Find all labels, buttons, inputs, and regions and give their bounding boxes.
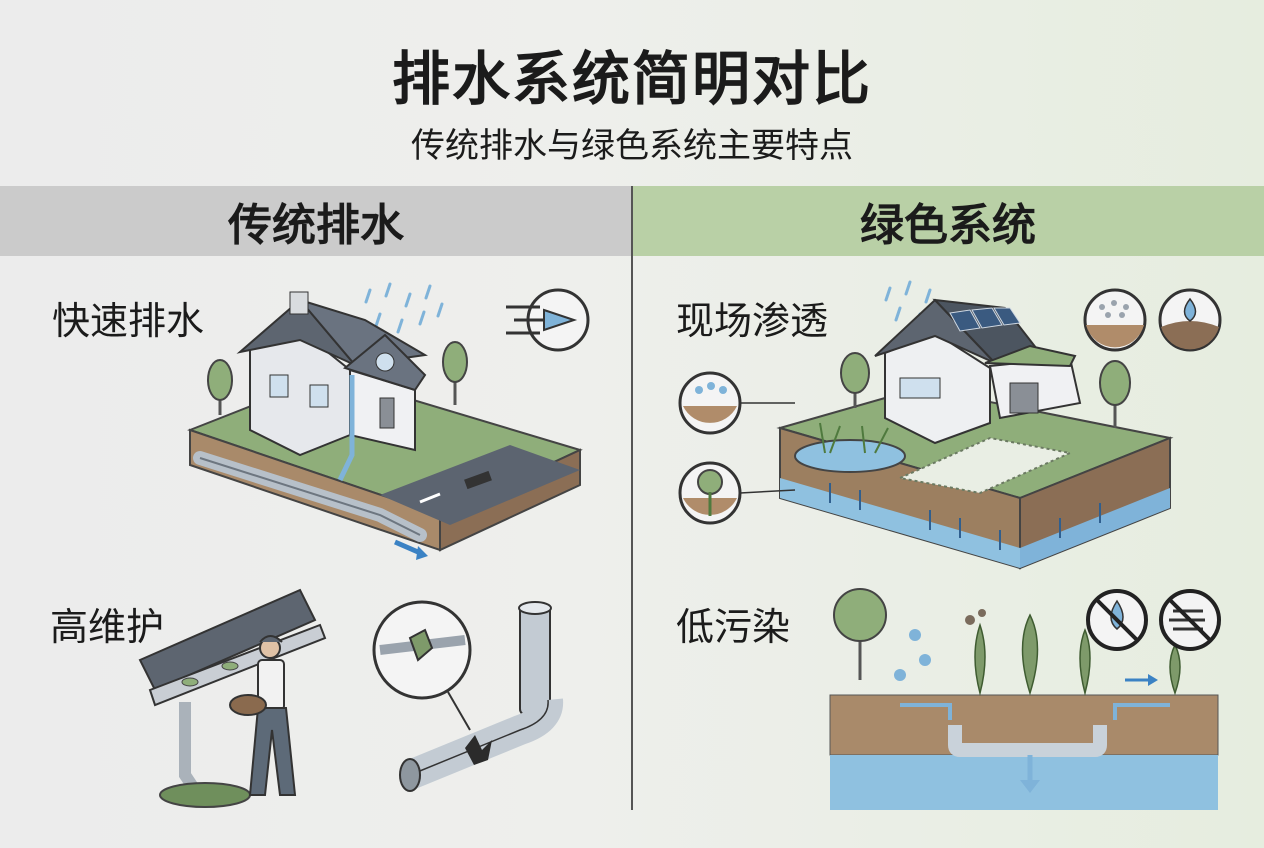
tree-icon bbox=[840, 352, 1131, 428]
plant-icon bbox=[697, 469, 723, 495]
green-house-illustration bbox=[776, 280, 1174, 570]
feature-onsite-infiltration: 现场渗透 bbox=[676, 299, 829, 343]
infiltration-arrows bbox=[829, 483, 1101, 550]
gutter-cleaning-illustration bbox=[138, 588, 327, 808]
pipe-damage-illustration bbox=[372, 600, 564, 792]
permeable-paving bbox=[896, 436, 1074, 495]
traditional-heading-band: 传统排水 bbox=[0, 186, 632, 256]
page-title: 排水系统简明对比 bbox=[391, 45, 872, 113]
bioretention-illustration bbox=[829, 588, 1219, 810]
plant-root-callout bbox=[678, 461, 796, 525]
traditional-heading: 传统排水 bbox=[228, 200, 404, 251]
roof-icon bbox=[138, 588, 317, 692]
water-drop-icon bbox=[1183, 297, 1197, 322]
feature-high-maintenance: 高维护 bbox=[50, 605, 165, 649]
tree-icon bbox=[833, 588, 887, 680]
leaf-pile-icon bbox=[159, 782, 251, 808]
rain-icon bbox=[364, 282, 444, 334]
no-pollutant-water-icon bbox=[1086, 589, 1148, 651]
green-roof bbox=[984, 344, 1077, 368]
storm-drain-icon bbox=[464, 470, 492, 490]
plant-icon bbox=[974, 613, 1181, 696]
feature-fast-drainage: 快速排水 bbox=[52, 299, 205, 343]
permeable-layer-callout bbox=[1083, 288, 1147, 352]
no-runoff-icon bbox=[1159, 589, 1221, 651]
feature-low-pollution: 低污染 bbox=[676, 605, 791, 649]
water-drop-icon bbox=[695, 382, 727, 394]
water-drop-soil-callout bbox=[1158, 288, 1222, 352]
green-heading-band: 绿色系统 bbox=[632, 186, 1264, 256]
crack-icon bbox=[465, 735, 492, 765]
flow-arrow-icon bbox=[394, 539, 419, 555]
tree-icon bbox=[207, 341, 468, 415]
traditional-house-illustration bbox=[187, 282, 583, 560]
infiltration-soil-callout bbox=[678, 371, 795, 435]
green-heading: 绿色系统 bbox=[860, 200, 1036, 251]
rain-garden bbox=[794, 439, 906, 473]
solar-panel-icon bbox=[949, 307, 1021, 332]
page-subtitle: 传统排水与绿色系统主要特点 bbox=[411, 126, 853, 166]
water-drop-icon bbox=[894, 629, 931, 681]
fast-flow-icon bbox=[506, 288, 590, 352]
column-divider bbox=[631, 186, 633, 810]
